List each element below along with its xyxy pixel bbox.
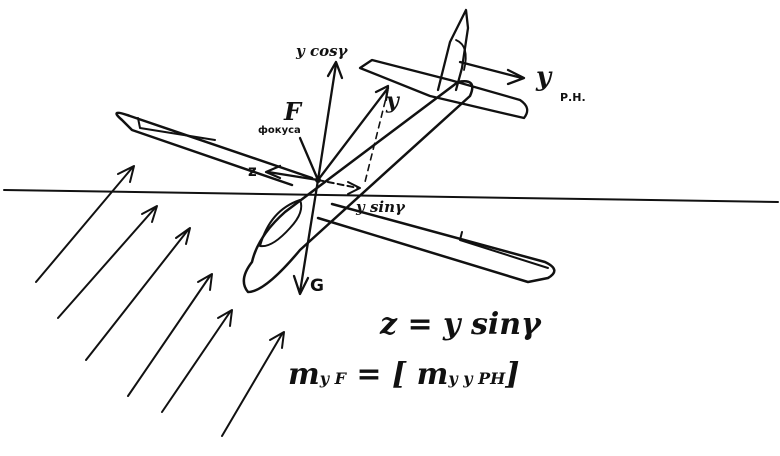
y-cos-vector <box>316 62 338 182</box>
z-arrowhead <box>264 164 282 180</box>
y-rh-arrowhead <box>506 68 526 86</box>
y-sin-arrowhead <box>347 181 361 195</box>
label-f-sub: фокуса <box>258 125 301 136</box>
eq2-sub1: y F <box>319 369 346 388</box>
center-point <box>315 177 321 183</box>
horizontal-stabilizer <box>358 58 529 120</box>
eq2-sub2: y y РН <box>448 369 506 388</box>
label-y-sin: y sinγ <box>356 198 405 216</box>
left-wing <box>115 111 314 187</box>
y-cos-arrowhead <box>326 60 344 80</box>
force-vectors <box>264 60 526 296</box>
horizon-line <box>3 189 779 203</box>
airflow-arrowhead <box>141 205 158 223</box>
canopy <box>259 199 303 248</box>
f-vector <box>298 136 320 182</box>
airflow-arrow <box>35 167 133 283</box>
label-y-rh: y <box>536 62 552 92</box>
fuselage <box>242 80 474 294</box>
y-vector <box>316 86 390 182</box>
airflow-arrowhead <box>217 309 233 327</box>
y-rh-vector <box>458 60 524 80</box>
equation-moment: my F = [ my y РН] <box>288 360 520 390</box>
eq2-end: ] <box>505 357 520 392</box>
airflow-arrowhead <box>269 331 285 349</box>
right-wing <box>316 202 556 284</box>
rudder <box>455 39 467 71</box>
airflow-arrow <box>127 275 211 397</box>
airflow-arrow <box>161 311 231 413</box>
airflow-arrow <box>85 229 189 361</box>
vertical-fin <box>436 8 470 92</box>
equation-z: z = y sinγ <box>380 307 541 342</box>
airflow-arrows <box>35 165 285 437</box>
label-y-cos: y cosγ <box>296 42 348 60</box>
right-aileron <box>459 231 549 269</box>
airflow-arrowhead <box>117 165 135 183</box>
eq2-mid: = [ m <box>345 357 449 392</box>
y-sin-vector <box>317 179 359 189</box>
z-vector <box>266 170 320 182</box>
label-f: F <box>284 97 302 126</box>
airflow-arrow <box>57 207 156 319</box>
airflow-arrowhead <box>197 273 213 291</box>
left-aileron <box>137 117 216 141</box>
airflow-arrow <box>221 333 283 437</box>
g-arrowhead <box>292 274 310 296</box>
g-vector <box>298 178 320 294</box>
eq2-lhs: m <box>288 357 320 392</box>
airflow-arrowhead <box>175 227 191 245</box>
projection-dash <box>363 89 389 187</box>
label-y-rh-sub: Р.Н. <box>560 91 586 104</box>
label-g: G <box>310 276 324 296</box>
label-y: y <box>386 88 399 114</box>
label-z: z <box>248 162 257 180</box>
